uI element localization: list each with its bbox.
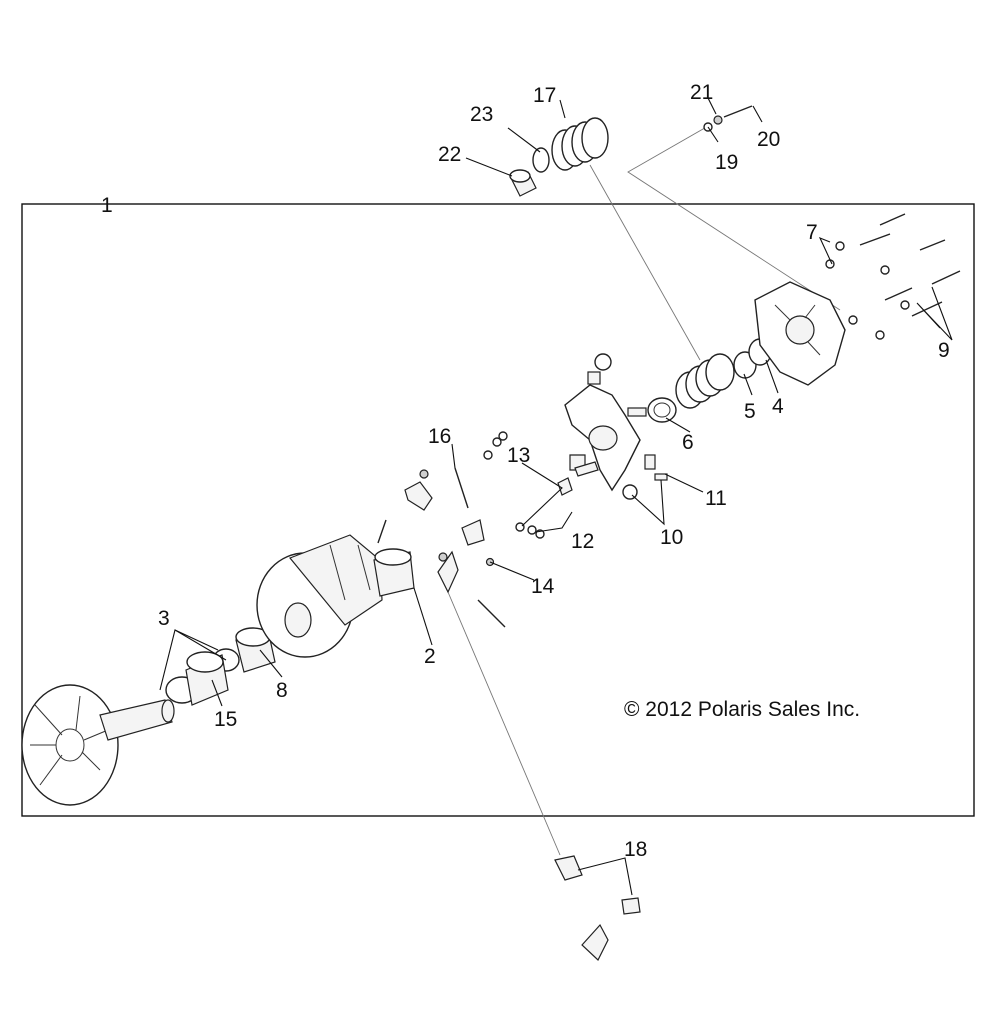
callout-18: 18: [624, 838, 647, 861]
callout-6: 6: [682, 431, 694, 454]
callout-20: 20: [757, 128, 780, 151]
callout-2: 2: [424, 645, 436, 668]
callout-4: 4: [772, 395, 784, 418]
callout-10: 10: [660, 526, 683, 549]
weight-parts-18: [554, 855, 641, 961]
top-spring-assembly: [509, 105, 753, 197]
callout-21: 21: [690, 81, 713, 104]
moveable-sheave-part: [256, 534, 383, 658]
clutch-spring-part: [675, 353, 735, 409]
cover-bolts-part: [825, 213, 961, 340]
callout-7: 7: [806, 221, 818, 244]
callout-8: 8: [276, 679, 288, 702]
callout-5: 5: [744, 400, 756, 423]
callout-11: 11: [705, 487, 727, 510]
assembly-frame: [21, 203, 975, 817]
callout-13: 13: [507, 444, 530, 467]
bushing-part-15: [185, 651, 229, 706]
copyright-notice: © 2012 Polaris Sales Inc.: [624, 698, 860, 721]
callout-1: 1: [101, 194, 113, 217]
alignment-lines: [444, 124, 841, 856]
callout-22: 22: [438, 143, 461, 166]
callout-3: 3: [158, 607, 170, 630]
small-hardware: [377, 431, 599, 628]
collar-part-6: [647, 397, 677, 423]
callout-labels: 1 2 3 4 5 6 7 8 9 10 11 12 13 14 15 16 1…: [101, 81, 950, 861]
bushing-part-8: [235, 627, 276, 673]
drive-sheave-part: [21, 684, 175, 806]
spider-part: [564, 353, 668, 500]
callout-19: 19: [715, 151, 738, 174]
callout-15: 15: [214, 708, 237, 731]
callout-9: 9: [938, 339, 950, 362]
callout-16: 16: [428, 425, 451, 448]
bushing-part-2: [373, 548, 415, 597]
clutch-cover-part: [754, 281, 846, 386]
callout-14: 14: [531, 575, 555, 598]
callout-12: 12: [571, 530, 594, 553]
callout-leaders: [118, 97, 953, 896]
callout-23: 23: [470, 103, 493, 126]
callout-17: 17: [533, 84, 556, 107]
